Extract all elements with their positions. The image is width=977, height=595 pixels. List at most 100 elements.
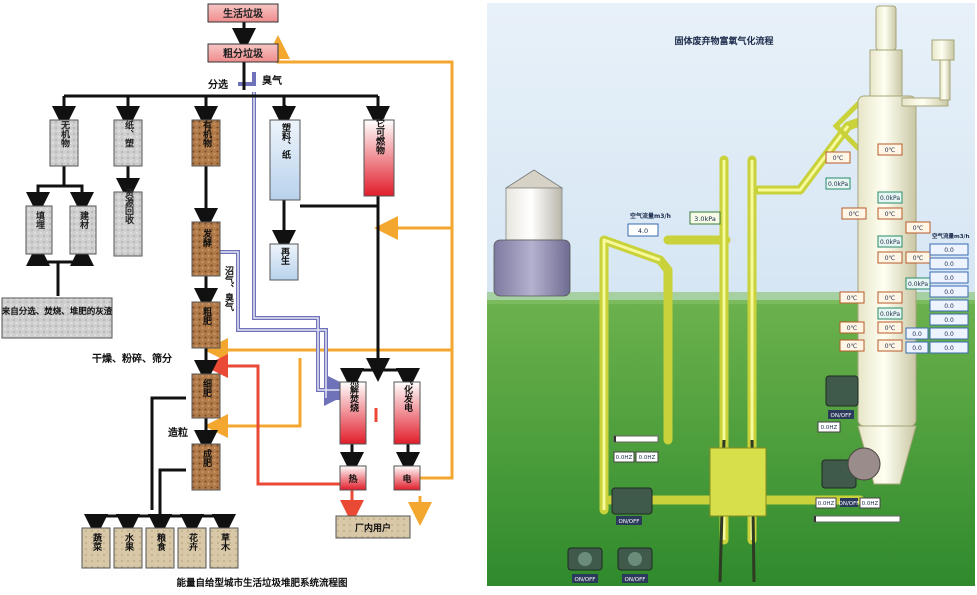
svg-text:0.0: 0.0 bbox=[944, 275, 954, 282]
svg-text:其它可燃物: 其它可燃物 bbox=[374, 108, 385, 155]
svg-text:花卉: 花卉 bbox=[187, 532, 198, 552]
slider-scale-2[interactable] bbox=[813, 515, 901, 523]
svg-text:0.0: 0.0 bbox=[944, 289, 954, 296]
svg-text:0℃: 0℃ bbox=[847, 343, 858, 350]
svg-text:水果: 水果 bbox=[123, 532, 135, 552]
pump-2-toggle[interactable]: ON/OFF bbox=[622, 574, 648, 583]
svg-text:0.0: 0.0 bbox=[944, 331, 954, 338]
source-note-text: 来自分选、焚烧、堆肥的灰渣 bbox=[1, 306, 113, 317]
node-qtrw: 其它可燃物 bbox=[363, 108, 395, 197]
node-jiancai: 建材 bbox=[69, 205, 97, 255]
svg-text:0.0HZ: 0.0HZ bbox=[821, 425, 838, 431]
svg-text:0℃: 0℃ bbox=[847, 295, 858, 302]
right-header: 空气流量m3/h bbox=[932, 232, 970, 240]
motor-3-toggle[interactable]: ON/OFF bbox=[839, 498, 860, 507]
svg-text:4.0: 4.0 bbox=[638, 227, 648, 235]
node-source-note: 来自分选、焚烧、堆肥的灰渣 bbox=[1, 297, 113, 339]
svg-text:ON/OFF: ON/OFF bbox=[575, 577, 596, 583]
flow-label: 空气流量m3/h bbox=[630, 212, 671, 220]
svg-text:气化发电: 气化发电 bbox=[402, 375, 414, 413]
node-cnyh: 厂内用户 bbox=[335, 515, 411, 539]
svg-text:成肥: 成肥 bbox=[201, 448, 212, 468]
node-shucai: 蔬菜 bbox=[81, 527, 111, 569]
temperature-readouts: 0℃ 0.0kPa 0℃ 0℃ 0.0kPa 0℃ 0.0kPa 0℃ 0℃ 0… bbox=[825, 143, 931, 352]
svg-text:无机物: 无机物 bbox=[59, 120, 71, 148]
left-caption: 能量自给型城市生活垃圾堆肥系统流程图 bbox=[176, 577, 347, 589]
label-fenxuan: 分选 bbox=[208, 78, 228, 91]
motor-2-toggle[interactable]: ON/OFF bbox=[828, 410, 854, 419]
svg-text:0.0HZ: 0.0HZ bbox=[616, 455, 633, 461]
label-zqcq: 沼气、臭气 bbox=[223, 265, 235, 312]
motor-3[interactable] bbox=[821, 447, 881, 489]
pressure-readout-1: 3.0kPa bbox=[689, 211, 721, 225]
svg-text:纸、塑: 纸、塑 bbox=[123, 119, 134, 147]
svg-text:0℃: 0℃ bbox=[885, 343, 896, 350]
svg-text:蔬菜: 蔬菜 bbox=[91, 532, 103, 552]
svg-text:0.0: 0.0 bbox=[944, 303, 954, 310]
node-re: 热 bbox=[339, 465, 367, 491]
motor-2[interactable] bbox=[825, 375, 859, 407]
reactor-base bbox=[709, 447, 767, 517]
svg-text:0℃: 0℃ bbox=[913, 225, 924, 232]
svg-text:资源回收: 资源回收 bbox=[123, 187, 134, 225]
node-tianmai: 填埋 bbox=[25, 205, 53, 255]
label-gzpf: 干燥、粉碎、筛分 bbox=[92, 352, 172, 365]
svg-text:0.0kPa: 0.0kPa bbox=[908, 281, 928, 288]
label-chouqi: 臭气 bbox=[262, 74, 282, 87]
node-zyhs: 资源回收 bbox=[113, 187, 143, 257]
svg-text:0℃: 0℃ bbox=[885, 147, 896, 154]
process-lines bbox=[26, 22, 420, 538]
svg-text:0.0kPa: 0.0kPa bbox=[880, 239, 900, 246]
label-zaoli: 造粒 bbox=[168, 426, 188, 439]
left-flowchart: 生活垃圾 粗分垃圾 分选 臭气 无机物 纸、塑 有机物 布、塑料、纸 其它可燃物 bbox=[1, 3, 454, 589]
motor-1-toggle[interactable]: ON/OFF bbox=[616, 516, 642, 525]
pump-2[interactable] bbox=[617, 547, 653, 571]
svg-text:3.0kPa: 3.0kPa bbox=[694, 215, 716, 223]
svg-text:厂内用户: 厂内用户 bbox=[355, 522, 391, 534]
svg-text:0.0: 0.0 bbox=[944, 247, 954, 254]
node-chengfei: 成肥 bbox=[191, 443, 221, 491]
svg-text:ON/OFF: ON/OFF bbox=[619, 519, 640, 525]
node-shuiguo: 水果 bbox=[113, 527, 143, 569]
svg-text:草木: 草木 bbox=[219, 532, 231, 552]
pump-1-toggle[interactable]: ON/OFF bbox=[572, 574, 598, 583]
svg-text:0℃: 0℃ bbox=[833, 155, 844, 162]
node-caomu: 草木 bbox=[209, 527, 239, 569]
svg-text:0.0: 0.0 bbox=[944, 261, 954, 268]
svg-text:来自分选、焚烧、堆肥的灰渣: 来自分选、焚烧、堆肥的灰渣 bbox=[1, 306, 113, 317]
node-wjw: 无机物 bbox=[49, 119, 79, 167]
hot-gas-lines bbox=[204, 354, 378, 524]
right-process-schematic: 固体废弃物富氧气化流程 bbox=[487, 3, 975, 586]
node-qhfd: 气化发电 bbox=[393, 375, 421, 445]
node-xifei: 细肥 bbox=[191, 373, 221, 419]
svg-text:0.0HZ: 0.0HZ bbox=[639, 455, 656, 461]
svg-text:生活垃圾: 生活垃圾 bbox=[223, 7, 264, 20]
svg-text:0℃: 0℃ bbox=[885, 295, 896, 302]
storage-silo bbox=[493, 169, 571, 297]
node-zhi-bo: 纸、塑 bbox=[113, 119, 143, 167]
svg-text:热解焚烧: 热解焚烧 bbox=[348, 375, 360, 413]
node-bu-su: 布、塑料、纸 bbox=[269, 104, 301, 201]
slider-scale-1[interactable] bbox=[613, 435, 659, 443]
svg-text:粗分垃圾: 粗分垃圾 bbox=[223, 47, 264, 60]
motor-1[interactable] bbox=[611, 487, 653, 515]
svg-text:0℃: 0℃ bbox=[913, 255, 924, 262]
svg-text:0.0HZ: 0.0HZ bbox=[818, 501, 835, 507]
node-zaisheng: 再生 bbox=[269, 243, 299, 281]
node-dian: 电 bbox=[393, 465, 421, 491]
svg-text:0.0: 0.0 bbox=[944, 317, 954, 324]
svg-text:0℃: 0℃ bbox=[849, 211, 860, 218]
svg-text:0.0kPa: 0.0kPa bbox=[880, 195, 900, 202]
svg-text:建材: 建材 bbox=[78, 210, 90, 230]
svg-text:0℃: 0℃ bbox=[847, 325, 858, 332]
svg-text:0℃: 0℃ bbox=[885, 255, 896, 262]
node-huahui: 花卉 bbox=[177, 527, 207, 569]
schematic-title: 固体废弃物富氧气化流程 bbox=[674, 35, 773, 47]
node-fajiao: 发酵 bbox=[191, 221, 221, 277]
svg-text:0℃: 0℃ bbox=[885, 325, 896, 332]
hz-readouts: 0.0HZ 0.0HZ 0.0HZ 0.0HZ 0.0HZ bbox=[613, 421, 881, 509]
svg-text:细肥: 细肥 bbox=[201, 378, 212, 398]
pump-1[interactable] bbox=[567, 547, 603, 571]
